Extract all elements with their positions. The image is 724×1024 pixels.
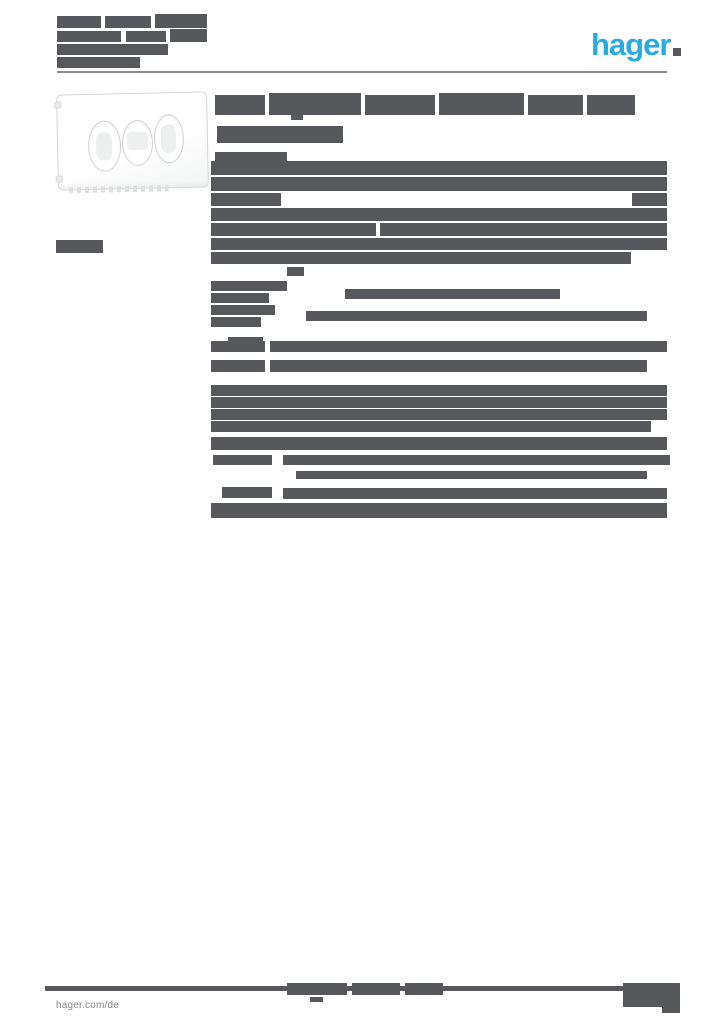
spec-section-3-redacted (270, 360, 647, 372)
spec-section-2-redacted (211, 305, 275, 315)
spec-section-4-redacted (296, 471, 647, 479)
header-line-redacted (57, 31, 121, 42)
header-line-redacted (126, 31, 166, 42)
spec-section-3-redacted (211, 421, 651, 432)
title-redacted (365, 95, 435, 115)
footer-right-block-redacted (662, 1007, 680, 1013)
logo-square-mark-icon (673, 48, 682, 56)
cover-plate-image (54, 91, 209, 194)
hager-logo: hager (591, 22, 682, 62)
spec-section-4-redacted (283, 488, 667, 499)
spec-section-3-redacted (211, 409, 667, 420)
spec-label-redacted (215, 152, 287, 161)
spec-section-2-redacted (211, 281, 287, 291)
subtitle-redacted (217, 126, 343, 143)
spec-paragraph-1-redacted (211, 193, 281, 206)
header-line-redacted (170, 29, 207, 42)
spec-section-3-redacted (211, 437, 667, 450)
header-line-redacted (57, 16, 101, 28)
header-line-redacted (155, 14, 207, 28)
spec-section-3-redacted (211, 397, 667, 408)
title-redacted (291, 115, 303, 120)
header-line-redacted (57, 44, 168, 55)
badge-redacted (56, 240, 103, 253)
spec-section-3-redacted (211, 360, 265, 372)
spec-paragraph-1-redacted (211, 161, 667, 175)
spec-section-2-redacted (211, 317, 261, 327)
spec-paragraph-1-redacted (287, 267, 304, 276)
title-redacted (215, 95, 265, 115)
header-line-redacted (105, 16, 151, 28)
product-photo (54, 91, 209, 194)
footer-center-text-redacted (310, 997, 323, 1002)
header-divider (57, 71, 667, 73)
title-redacted (587, 95, 635, 115)
plate-hole-right-cutout (160, 124, 177, 154)
spec-section-2-redacted (306, 311, 647, 321)
title-redacted (528, 95, 583, 115)
title-redacted (269, 93, 361, 115)
spec-section-3-redacted (211, 341, 265, 352)
header-line-redacted (57, 57, 140, 68)
spec-paragraph-1-redacted (211, 177, 667, 191)
spec-paragraph-1-redacted (211, 238, 667, 250)
spec-section-2-redacted (211, 293, 269, 303)
hager-logo-text: hager (591, 27, 671, 62)
footer-url-box: hager.com/de (51, 993, 168, 1018)
plate-bottom-teeth (68, 185, 170, 194)
footer-bar (45, 986, 680, 991)
spec-paragraph-1-redacted (211, 252, 631, 264)
spec-section-4-redacted (211, 503, 667, 518)
plate-hole-left-cutout (95, 132, 113, 161)
spec-section-3-redacted (211, 385, 667, 396)
spec-section-4-redacted (213, 455, 272, 465)
spec-section-3-redacted (270, 341, 667, 352)
plate-clip-tab (55, 175, 63, 183)
spec-section-4-redacted (222, 487, 272, 498)
spec-section-4-redacted (283, 455, 670, 465)
spec-paragraph-1-redacted (211, 223, 376, 236)
spec-section-2-redacted (345, 289, 560, 299)
title-redacted (439, 93, 524, 115)
footer-website-link[interactable]: hager.com/de (56, 1000, 119, 1011)
plate-clip-tab (54, 101, 62, 109)
spec-paragraph-1-redacted (632, 193, 667, 206)
spec-paragraph-1-redacted (211, 208, 667, 221)
spec-paragraph-1-redacted (380, 223, 667, 236)
plate-hole-center-cutout (126, 131, 149, 151)
